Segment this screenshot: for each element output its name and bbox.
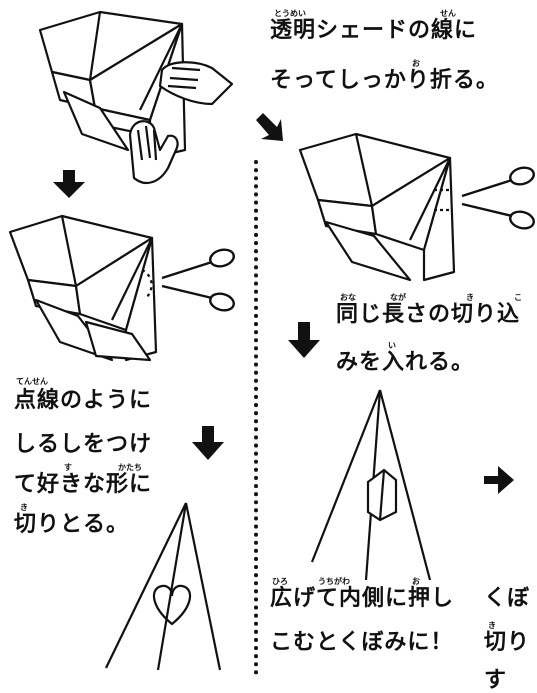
ruby-tensen: てんせん xyxy=(16,377,48,386)
diagram-artwork xyxy=(8,10,535,678)
step2-line3: て好きな形に xyxy=(14,472,153,497)
step3-line1: 同じ長さの切り込 xyxy=(336,302,521,327)
heart-icon xyxy=(152,584,192,626)
ruby-katachi: かたち xyxy=(118,463,142,472)
heart-cone-illustration xyxy=(105,502,222,671)
ruby-toumei: とうめい xyxy=(274,9,306,18)
step5-line1: くぼ xyxy=(484,586,531,611)
right-arrow-icon xyxy=(484,466,514,494)
ruby-sen: せん xyxy=(440,9,456,18)
step1-line1: 透明シェードの線に xyxy=(270,18,478,43)
step5-line3: す xyxy=(484,668,508,693)
fold-cone-illustration xyxy=(310,389,432,581)
ruby-su: す xyxy=(64,463,72,472)
step2-line4: 切りとる。 xyxy=(14,512,130,537)
diagonal-arrow-icon xyxy=(256,113,283,141)
step3-illustration xyxy=(298,132,456,282)
ruby-ko: こ xyxy=(514,293,522,302)
step2-illustration xyxy=(8,214,158,362)
step3-line2: みを入れる。 xyxy=(336,350,475,375)
scissors-icon xyxy=(461,166,535,230)
ruby-ki2: き xyxy=(466,293,474,302)
ruby-hiro: ひろ xyxy=(272,577,288,586)
ruby-ki: き xyxy=(20,503,28,512)
ruby-o2: お xyxy=(412,577,420,586)
step2-line2: しるしをつけ xyxy=(14,432,153,457)
scissors-icon xyxy=(161,248,235,312)
ruby-ki3: き xyxy=(488,621,496,630)
step1-line2: そってしっかり折る。 xyxy=(270,68,499,93)
ruby-ona: おな xyxy=(340,293,356,302)
step5-line2: 切り xyxy=(484,630,531,655)
step4-line1: 広げて内側に押し xyxy=(270,586,455,611)
ruby-i: い xyxy=(388,341,396,350)
ruby-uchigawa: うちがわ xyxy=(318,577,350,586)
step4-line2: こむとくぼみに！ xyxy=(270,630,454,655)
down-arrow-icon xyxy=(53,170,85,198)
ruby-naga: なが xyxy=(390,293,406,302)
step1-illustration xyxy=(38,10,234,185)
step2-line1: 点線のように xyxy=(14,388,153,413)
down-arrow-icon xyxy=(288,322,320,358)
ruby-o: お xyxy=(412,59,420,68)
down-arrow-icon xyxy=(192,426,224,460)
